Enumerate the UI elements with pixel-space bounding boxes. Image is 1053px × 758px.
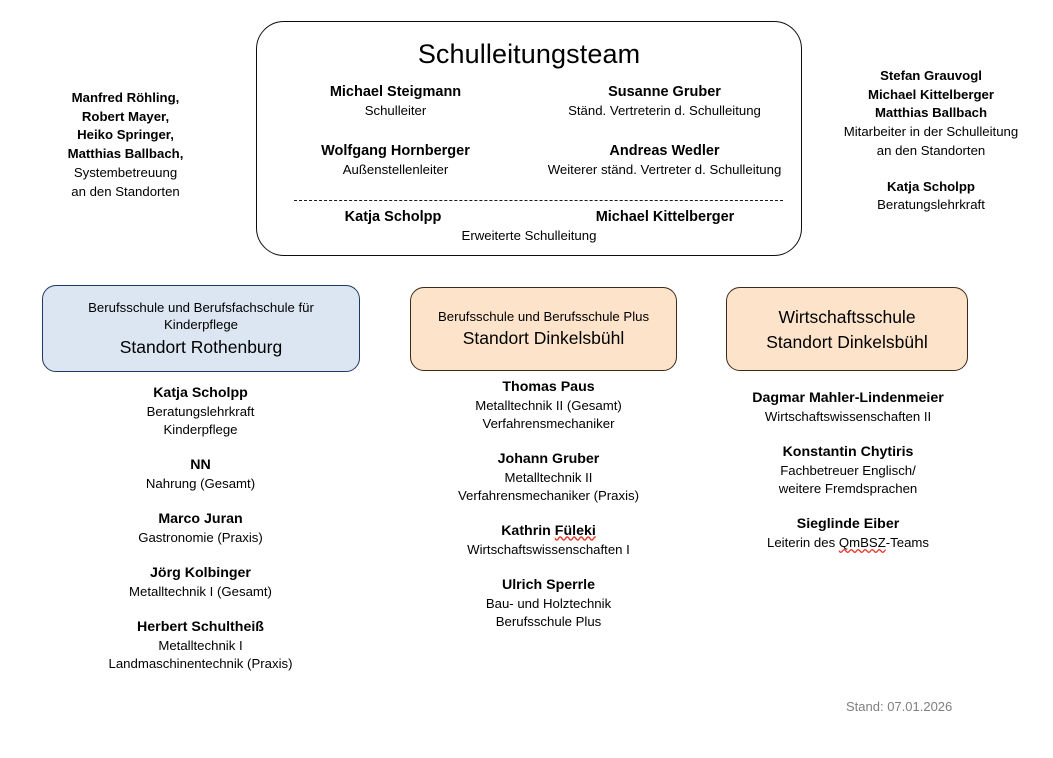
dept-title: Wirtschaftsschule (778, 307, 916, 328)
note-name: Stefan Grauvogl (880, 68, 982, 83)
note-role: an den Standorten (876, 142, 986, 158)
staff-role: weitere Fremdsprachen (778, 480, 918, 496)
extended-leadership: Katja Scholpp Michael Kittelberger Erwei… (257, 208, 801, 243)
leadership-person-steigmann: Michael Steigmann Schulleiter (257, 83, 530, 120)
staff-role: Fachbetreuer Englisch/ (780, 463, 916, 479)
note-role: Mitarbeiter in der Schulleitung (843, 124, 1019, 140)
person-role: Außenstellenleiter (342, 161, 449, 177)
staff-name: Konstantin Chytiris (782, 443, 914, 460)
list-item: Dagmar Mahler-Lindenmeier Wirtschaftswis… (712, 389, 984, 426)
note-spacer (818, 161, 1044, 178)
list-item: Kathrin Füleki Wirtschaftswissenschaften… (430, 522, 667, 559)
list-item: Johann Gruber Metalltechnik II Verfahren… (430, 450, 667, 505)
spellcheck-underlined-word: QmBSZ (838, 534, 886, 550)
staff-name: Herbert Schultheiß (137, 618, 264, 635)
list-item: Katja Scholpp Beratungslehrkraft Kinderp… (68, 384, 333, 439)
person-role: Weiterer ständ. Vertreter d. Schulleitun… (547, 161, 782, 177)
staff-role: Landmaschinentechnik (Praxis) (108, 655, 293, 671)
staff-name-fueleki: Kathrin Füleki (430, 522, 667, 541)
leadership-row-2: Wolfgang Hornberger Außenstellenleiter A… (257, 142, 801, 179)
staff-role: Gastronomie (Praxis) (138, 529, 263, 545)
dept-box-wirtschaftsschule[interactable]: Wirtschaftsschule Standort Dinkelsbühl (726, 287, 968, 371)
person-role: Ständ. Vertreterin d. Schulleitung (568, 103, 761, 119)
dept-box-dinkelsbuehl-berufsschule[interactable]: Berufsschule und Berufsschule Plus Stand… (410, 287, 677, 371)
person-name: Wolfgang Hornberger (321, 142, 470, 159)
staff-role: Kinderpflege (163, 421, 238, 437)
list-item: Konstantin Chytiris Fachbetreuer Englisc… (712, 443, 984, 498)
staff-name: Ulrich Sperrle (501, 576, 596, 593)
staff-role: Verfahrensmechaniker (482, 415, 615, 431)
staff-column-rothenburg: Katja Scholpp Beratungslehrkraft Kinderp… (68, 384, 333, 673)
list-item: Marco Juran Gastronomie (Praxis) (68, 510, 333, 547)
person-name: Susanne Gruber (608, 84, 721, 100)
leadership-person-wedler: Andreas Wedler Weiterer ständ. Vertreter… (530, 142, 801, 179)
note-role: Beratungslehrkraft (877, 197, 985, 213)
leadership-row-1: Michael Steigmann Schulleiter Susanne Gr… (257, 83, 801, 120)
dept-subtitle: Kinderpflege (163, 317, 239, 333)
dept-subtitle: Berufsschule und Berufsschule Plus (437, 308, 650, 324)
staff-role: Wirtschaftswissenschaften I (467, 541, 630, 557)
list-item: NN Nahrung (Gesamt) (68, 456, 333, 493)
staff-role: Verfahrensmechaniker (Praxis) (457, 487, 640, 503)
note-role: an den Standorten (71, 183, 180, 199)
note-systembetreuung: Manfred Röhling, Robert Mayer, Heiko Spr… (18, 89, 233, 201)
staff-name: Dagmar Mahler-Lindenmeier (752, 390, 944, 406)
staff-role: Metalltechnik I (158, 637, 243, 653)
staff-role-prefix: Leiterin des (767, 534, 839, 550)
person-name: Michael Steigmann (329, 84, 462, 100)
note-name: Matthias Ballbach, (67, 146, 184, 162)
dept-subtitle: Berufsschule und Berufsfachschule für (88, 299, 314, 315)
staff-role-qmbsz: Leiterin des QmBSZ-Teams (712, 534, 984, 552)
status-stand-date: Stand: 07.01.2026 (846, 699, 953, 714)
staff-name: Katja Scholpp (153, 385, 248, 401)
note-name: Robert Mayer, (81, 108, 170, 124)
list-item: Thomas Paus Metalltechnik II (Gesamt) Ve… (430, 378, 667, 433)
staff-name: Jörg Kolbinger (150, 564, 251, 581)
note-name: Heiko Springer, (77, 127, 174, 143)
staff-name: Thomas Paus (502, 379, 595, 395)
extended-leadership-caption: Erweiterte Schulleitung (461, 228, 597, 244)
list-item: Ulrich Sperrle Bau- und Holztechnik Beru… (430, 576, 667, 631)
person-name: Michael Kittelberger (595, 209, 735, 225)
staff-name: Sieglinde Eiber (796, 515, 900, 532)
list-item: Herbert Schultheiß Metalltechnik I Landm… (68, 618, 333, 673)
staff-role: Bau- und Holztechnik (485, 595, 612, 611)
page-title: Schulleitungsteam (417, 39, 641, 69)
dept-title: Standort Dinkelsbühl (462, 328, 625, 349)
note-name: Matthias Ballbach (874, 105, 988, 121)
note-role: Systembetreuung (73, 164, 178, 180)
dept-box-rothenburg[interactable]: Berufsschule und Berufsfachschule für Ki… (42, 285, 360, 372)
staff-role: Metalltechnik II (Gesamt) (475, 398, 622, 414)
note-name: Katja Scholpp (887, 178, 975, 194)
staff-role: Metalltechnik II (504, 469, 593, 485)
dept-title: Standort Dinkelsbühl (766, 332, 928, 352)
note-name: Manfred Röhling, (71, 90, 180, 105)
list-item: Sieglinde Eiber Leiterin des QmBSZ-Teams (712, 515, 984, 552)
staff-role: Berufsschule Plus (495, 613, 602, 629)
person-name: Katja Scholpp (344, 209, 442, 225)
staff-role: Beratungslehrkraft (146, 404, 255, 420)
staff-name: NN (190, 456, 211, 473)
dept-title: Standort Rothenburg (119, 336, 283, 357)
leadership-person-hornberger: Wolfgang Hornberger Außenstellenleiter (257, 142, 530, 179)
staff-column-dinkelsbuehl-berufsschule: Thomas Paus Metalltechnik II (Gesamt) Ve… (430, 378, 667, 630)
staff-column-wirtschaftsschule: Dagmar Mahler-Lindenmeier Wirtschaftswis… (712, 389, 984, 552)
leadership-box: Schulleitungsteam Michael Steigmann Schu… (256, 21, 802, 256)
staff-role-suffix: -Teams (885, 534, 929, 550)
person-role: Schulleiter (364, 103, 427, 119)
staff-role: Metalltechnik I (Gesamt) (129, 583, 272, 599)
note-mitarbeiter-schulleitung: Stefan Grauvogl Michael Kittelberger Mat… (818, 67, 1044, 215)
spellcheck-underlined-word: Füleki (554, 522, 596, 539)
list-item: Jörg Kolbinger Metalltechnik I (Gesamt) (68, 564, 333, 601)
staff-role: Wirtschaftswissenschaften II (764, 409, 932, 425)
staff-name: Johann Gruber (497, 450, 600, 467)
leadership-divider (294, 200, 783, 201)
staff-name: Marco Juran (158, 510, 243, 527)
leadership-person-gruber: Susanne Gruber Ständ. Vertreterin d. Sch… (530, 83, 801, 120)
note-name: Michael Kittelberger (867, 86, 995, 102)
staff-role: Nahrung (Gesamt) (145, 475, 256, 491)
person-name: Andreas Wedler (609, 142, 720, 159)
staff-firstname: Kathrin (501, 522, 555, 539)
